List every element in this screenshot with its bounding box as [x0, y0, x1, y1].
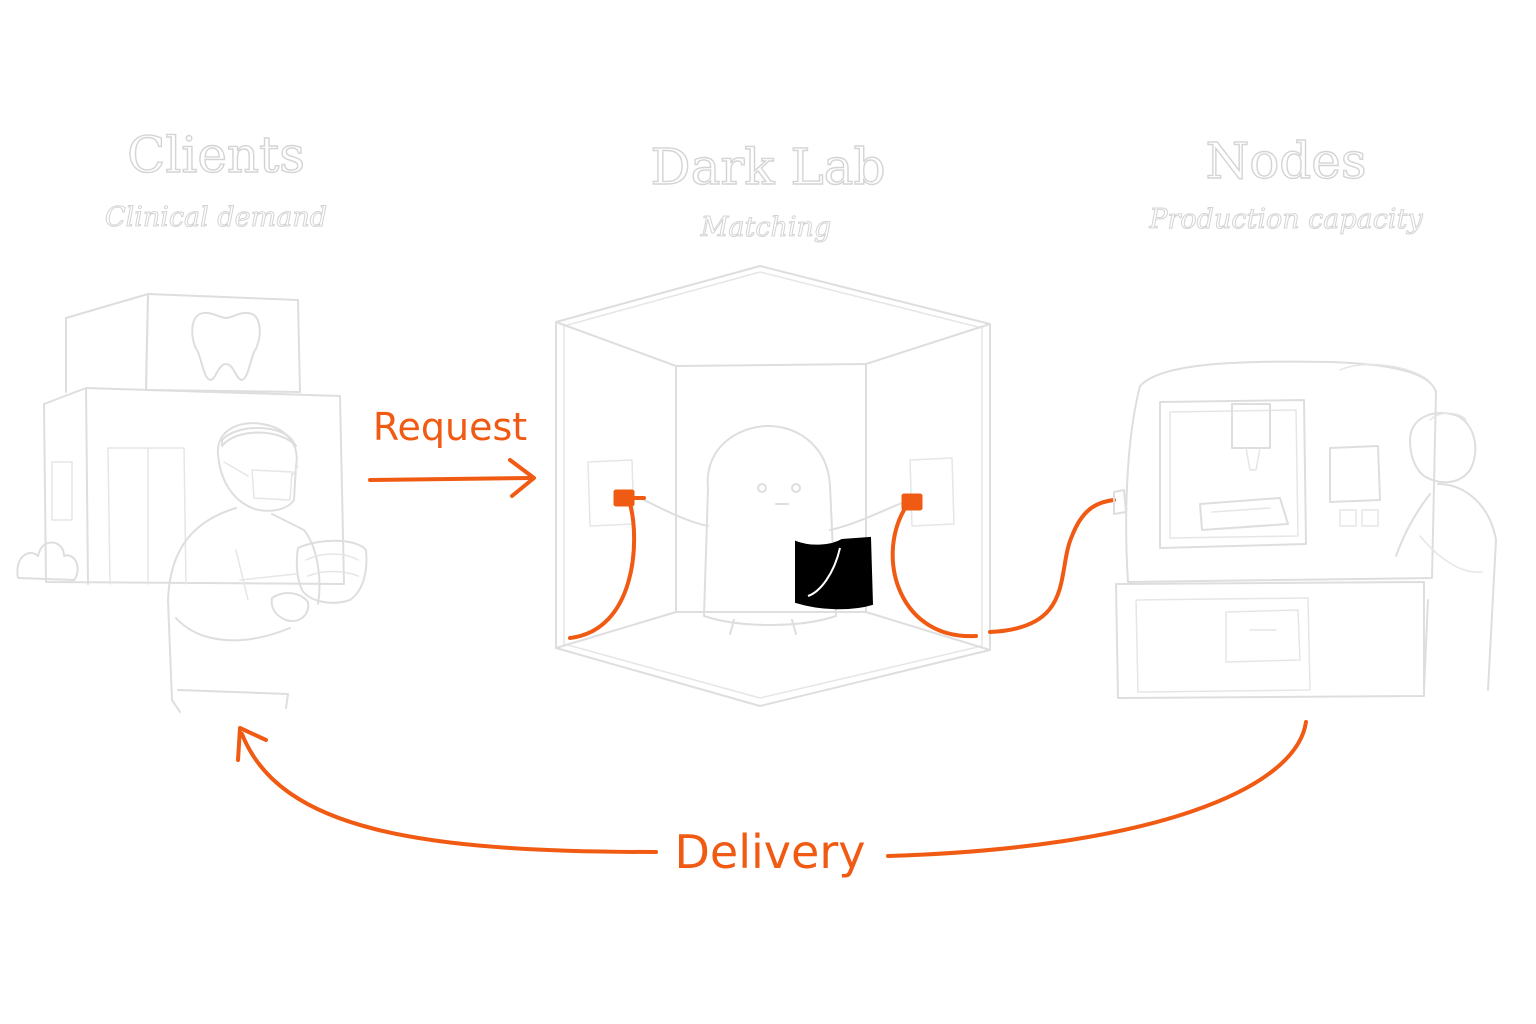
dark-lab-box	[555, 265, 991, 707]
clients-subtitle: Clinical demand	[105, 202, 327, 233]
right-plug	[901, 493, 923, 511]
clients-header: Clients Clinical demand	[104, 125, 327, 233]
clinic-building	[16, 293, 345, 585]
right-cable	[890, 508, 978, 639]
left-cable	[568, 502, 637, 640]
dark-lab-header: Dark Lab Matching	[650, 137, 886, 243]
dark-lab-subtitle: Matching	[700, 212, 831, 243]
operator-figure	[1395, 412, 1497, 691]
request-flow: Request	[368, 405, 536, 498]
delivery-label: Delivery	[675, 825, 866, 879]
nodes-subtitle: Production capacity	[1148, 204, 1423, 235]
black-cloth	[795, 536, 874, 610]
right-wall-socket	[909, 457, 955, 527]
delivery-arrow-head	[236, 726, 268, 762]
left-plug	[613, 489, 635, 507]
robot-figure	[639, 425, 905, 635]
clients-title: Clients	[127, 126, 305, 184]
delivery-arc-left	[240, 732, 658, 854]
node-cable	[988, 498, 1116, 634]
request-arrow-head	[508, 458, 536, 498]
cables	[568, 489, 1116, 640]
request-arrow-line	[368, 476, 534, 482]
dark-lab-title: Dark Lab	[650, 138, 885, 196]
dentist-figure	[167, 422, 368, 713]
nodes-title: Nodes	[1205, 132, 1366, 190]
delivery-flow: Delivery	[236, 720, 1308, 879]
nodes-header: Nodes Production capacity	[1148, 131, 1424, 235]
milling-machine	[1113, 360, 1437, 699]
request-label: Request	[373, 405, 527, 449]
delivery-arc-right	[886, 720, 1308, 858]
tooth-icon	[191, 311, 261, 381]
